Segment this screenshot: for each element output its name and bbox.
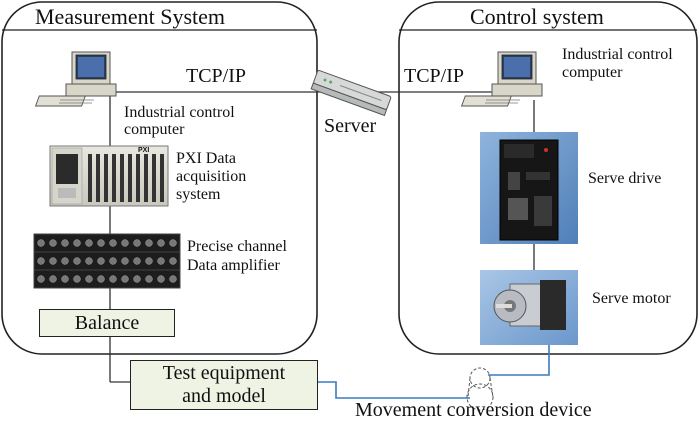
amplifier-knob bbox=[109, 239, 117, 247]
amplifier-knob bbox=[49, 275, 57, 283]
amplifier-knob bbox=[157, 257, 165, 265]
amplifier-knob bbox=[169, 239, 177, 247]
amplifier-knob bbox=[133, 275, 141, 283]
amplifier-knob bbox=[37, 257, 45, 265]
movement-conversion-device-label: Movement conversion device bbox=[355, 399, 592, 421]
pxi-label-line1: PXI Data bbox=[176, 150, 236, 167]
amplifier-knob bbox=[145, 239, 153, 247]
amplifier-knob bbox=[169, 275, 177, 283]
amplifier-knob bbox=[61, 275, 69, 283]
amplifier-knob bbox=[37, 275, 45, 283]
amplifier-knob bbox=[49, 239, 57, 247]
amplifier-knob bbox=[121, 239, 129, 247]
serve-drive-label: Serve drive bbox=[588, 170, 662, 187]
amplifier-knob bbox=[97, 239, 105, 247]
amplifier-knob bbox=[73, 239, 81, 247]
amplifier-knob bbox=[121, 257, 129, 265]
serve-drive-image bbox=[480, 132, 578, 244]
balance-label: Balance bbox=[74, 311, 140, 334]
amplifier-knob bbox=[97, 257, 105, 265]
measurement-panel bbox=[1, 1, 318, 355]
server-label: Server bbox=[324, 115, 377, 137]
amplifier-knob bbox=[145, 275, 153, 283]
amplifier-knob bbox=[133, 257, 141, 265]
pxi-label-line3: system bbox=[176, 186, 221, 203]
left-computer-label-line1: Industrial control bbox=[124, 104, 235, 121]
movement-conversion-device-icon bbox=[466, 367, 494, 411]
amplifier-image bbox=[33, 233, 181, 289]
serve-motor-image bbox=[480, 270, 578, 345]
pxi-chassis-image bbox=[49, 145, 169, 207]
serve-motor-label: Serve motor bbox=[592, 290, 671, 307]
tcp-ip-label-left: TCP/IP bbox=[186, 65, 247, 87]
tcp-ip-label-right: TCP/IP bbox=[404, 65, 465, 87]
left-computer-label-line2: computer bbox=[124, 121, 185, 138]
pxi-label-line2: acquisition bbox=[176, 168, 247, 185]
amplifier-knob bbox=[49, 257, 57, 265]
amplifier-knob bbox=[145, 257, 153, 265]
amplifier-knob bbox=[85, 239, 93, 247]
balance-box: Balance bbox=[39, 309, 175, 337]
computer-icon bbox=[34, 51, 117, 107]
test-equipment-label-line1: Test equipment bbox=[162, 362, 286, 384]
pxi-brand-label: PXI bbox=[138, 147, 150, 154]
amplifier-knob bbox=[37, 239, 45, 247]
test-equipment-box: Test equipment and model bbox=[130, 360, 318, 410]
amplifier-knob bbox=[109, 275, 117, 283]
amplifier-knob bbox=[61, 257, 69, 265]
measurement-system-title: Measurement System bbox=[35, 4, 226, 29]
device-to-test-link bbox=[318, 381, 470, 399]
amplifier-knob bbox=[169, 257, 177, 265]
amplifier-knob bbox=[61, 239, 69, 247]
amplifier-knob bbox=[73, 275, 81, 283]
amplifier-knob bbox=[85, 275, 93, 283]
amplifier-knob bbox=[121, 275, 129, 283]
test-equipment-label-line2: and model bbox=[182, 385, 266, 407]
computer-icon bbox=[460, 51, 543, 107]
server-icon bbox=[310, 70, 392, 117]
right-computer-label-line1: Industrial control bbox=[562, 46, 673, 63]
amplifier-label-line2: Data amplifier bbox=[187, 257, 280, 274]
amplifier-knob bbox=[109, 257, 117, 265]
amplifier-knob bbox=[85, 257, 93, 265]
control-system-title: Control system bbox=[470, 4, 604, 29]
control-panel bbox=[398, 1, 698, 355]
amplifier-knob bbox=[133, 239, 141, 247]
amplifier-knob bbox=[73, 257, 81, 265]
motor-to-device-link bbox=[488, 345, 550, 376]
amplifier-label-line1: Precise channel bbox=[187, 238, 287, 255]
amplifier-knob bbox=[157, 239, 165, 247]
amplifier-knob bbox=[157, 275, 165, 283]
amplifier-knob bbox=[97, 275, 105, 283]
right-computer-label-line2: computer bbox=[562, 64, 623, 81]
